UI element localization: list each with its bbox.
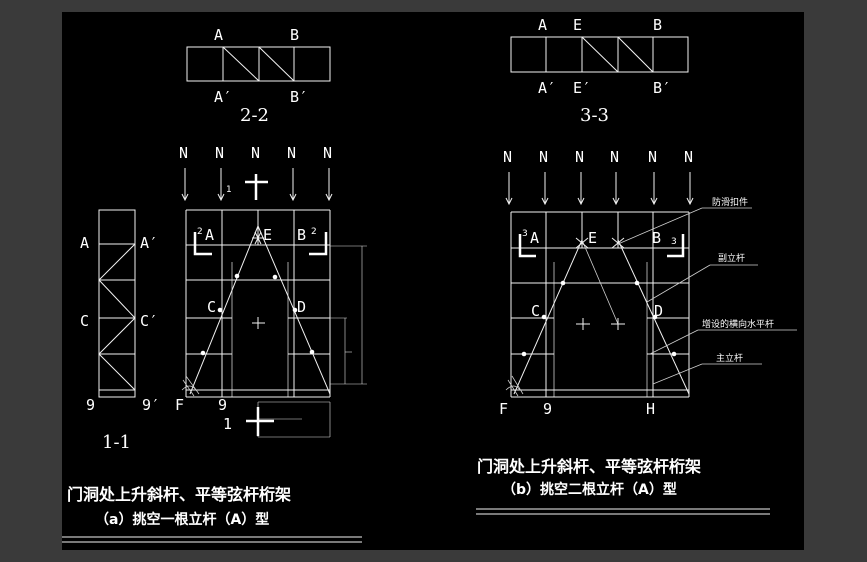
section-title: 3-3	[580, 105, 609, 126]
mark-label: 3	[671, 237, 677, 247]
truss-frame-b	[505, 211, 690, 398]
side-label-c-prime: C′	[140, 312, 158, 330]
node-9: 9	[543, 400, 552, 418]
node-e: E	[588, 229, 597, 247]
load-label: N	[575, 148, 584, 166]
node-e: E	[263, 226, 272, 244]
node-d: D	[297, 298, 306, 316]
callout-auxiliary-pole: 副立杆	[718, 252, 745, 264]
side-label-9: 9	[86, 396, 95, 414]
load-label: N	[610, 148, 619, 166]
load-label: N	[684, 148, 693, 166]
node-b: B	[652, 229, 661, 247]
section-mark-1-top: 1	[226, 174, 268, 200]
section-2-2: A B A′ B′ 2-2	[186, 26, 331, 126]
label-b: B	[290, 26, 299, 44]
cad-drawing: A B A′ B′ 2-2 N N N N N 1	[62, 16, 797, 543]
load-label: N	[215, 144, 224, 162]
node-a: A	[205, 226, 214, 244]
label-a: A	[538, 16, 547, 34]
load-arrows: N N N N N	[179, 144, 333, 202]
node-b: B	[297, 226, 306, 244]
side-label-a: A	[80, 234, 89, 252]
caption-subtitle: （b）挑空二根立杆（A）型	[502, 481, 677, 498]
node-f: F	[499, 400, 508, 418]
load-label: N	[539, 148, 548, 166]
label-e-prime: E′	[573, 79, 591, 97]
node-c: C	[207, 298, 216, 316]
side-label-a-prime: A′	[140, 234, 158, 252]
load-label: N	[648, 148, 657, 166]
callout-main-pole: 主立杆	[716, 352, 743, 364]
caption-title: 门洞处上升斜杆、平等弦杆桁架	[67, 485, 291, 504]
node-c: C	[531, 302, 540, 320]
load-label: N	[287, 144, 296, 162]
section-title: 2-2	[240, 105, 269, 126]
mark-label: 2	[311, 227, 317, 237]
node-f: F	[175, 396, 184, 414]
load-label: N	[179, 144, 188, 162]
caption-subtitle: （a）挑空一根立杆（A）型	[95, 511, 269, 528]
label-e: E	[573, 16, 582, 34]
node-a: A	[530, 229, 539, 247]
load-label: N	[503, 148, 512, 166]
section-mark-3: 3 3	[518, 229, 685, 258]
node-d: D	[654, 302, 663, 320]
section-title: 1-1	[102, 432, 131, 453]
label-b-prime: B′	[290, 88, 308, 106]
load-arrows: N N N N N N	[503, 148, 694, 206]
dimension-lines	[257, 245, 367, 438]
mark-label: 1	[223, 415, 232, 433]
section-mark-2: 2 2	[193, 227, 328, 256]
label-a: A	[214, 26, 223, 44]
callout-extra-horizontal-bar: 增设的横向水平杆	[702, 318, 774, 330]
node-9: 9	[218, 396, 227, 414]
truss-frame-a	[181, 209, 331, 398]
side-label-9-prime: 9′	[142, 396, 160, 414]
mark-label: 1	[226, 185, 232, 195]
callouts: 防滑扣件 副立杆 增设的横向水平杆 主立杆	[617, 196, 797, 385]
label-b: B	[653, 16, 662, 34]
section-3-3: A E B A′ E′ B′ 3-3	[510, 16, 689, 126]
section-1-1: A A′ C C′ 9 9′ 1-1	[80, 209, 160, 453]
label-a-prime: A′	[538, 79, 556, 97]
load-label: N	[251, 144, 260, 162]
drawing-sheet: A B A′ B′ 2-2 N N N N N 1	[62, 12, 804, 550]
callout-anti-slip-coupler: 防滑扣件	[712, 196, 748, 208]
section-mark-1-bottom: 1	[223, 407, 274, 436]
mark-label: 2	[197, 227, 203, 237]
node-h: H	[646, 400, 655, 418]
label-b-prime: B′	[653, 79, 671, 97]
caption-title: 门洞处上升斜杆、平等弦杆桁架	[477, 457, 701, 476]
load-label: N	[323, 144, 332, 162]
label-a-prime: A′	[214, 88, 232, 106]
mark-label: 3	[522, 229, 528, 239]
side-label-c: C	[80, 312, 89, 330]
